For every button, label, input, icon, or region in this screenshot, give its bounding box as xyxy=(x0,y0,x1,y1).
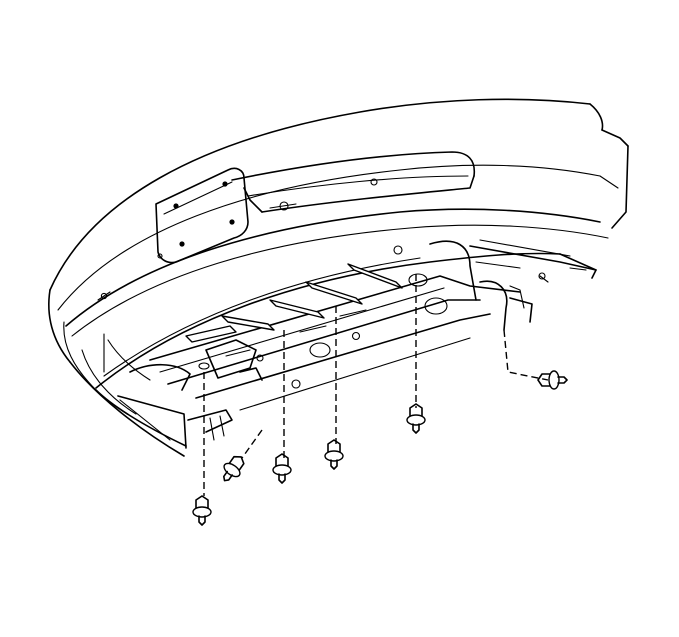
push-in-retainer xyxy=(272,453,292,484)
fascia-center-panel xyxy=(231,151,476,213)
push-in-retainer xyxy=(406,403,426,434)
bumper-fascia xyxy=(48,98,629,457)
installation-lines xyxy=(203,274,549,496)
push-in-retainer xyxy=(223,455,245,482)
push-in-retainer xyxy=(192,495,212,526)
bumper-energy-absorber xyxy=(95,239,597,449)
push-in-retainer xyxy=(537,370,568,390)
push-in-retainer xyxy=(324,439,344,470)
license-plate-bracket xyxy=(155,167,249,264)
push-in-retainer xyxy=(198,362,210,370)
fascia-support-strips xyxy=(185,263,403,343)
push-in-retainers xyxy=(192,362,568,526)
